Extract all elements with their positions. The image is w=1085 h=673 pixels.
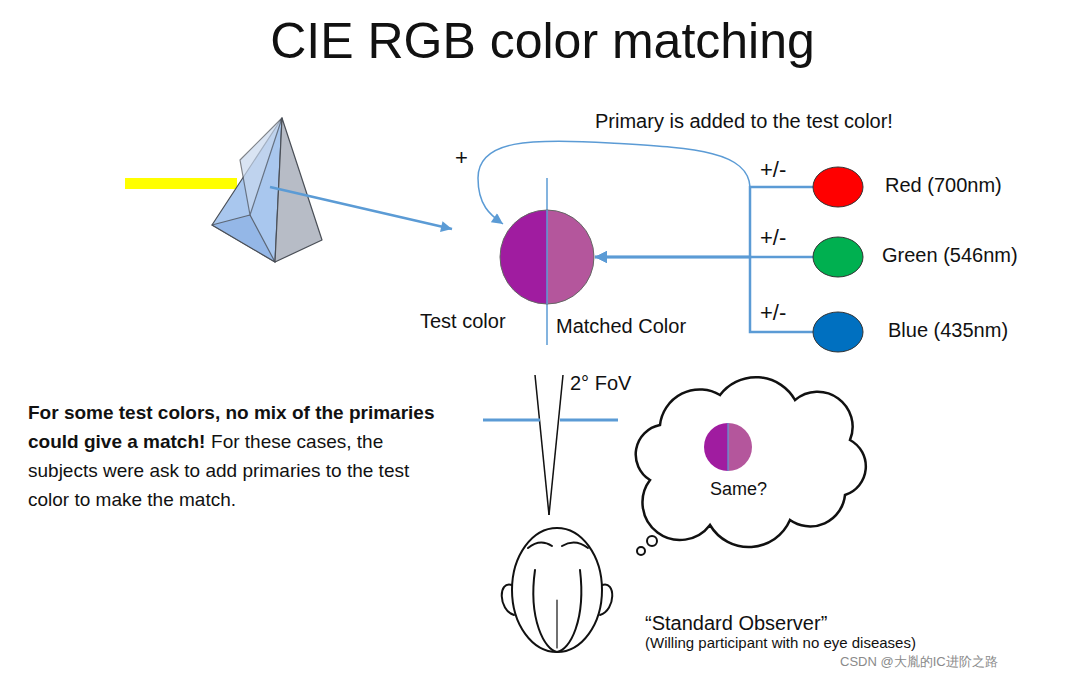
mini-divider xyxy=(727,423,728,471)
ear xyxy=(600,584,612,615)
color-field: Test color Matched Color xyxy=(415,205,715,345)
primary-ellipse xyxy=(813,237,863,277)
hair-line xyxy=(556,600,557,648)
plus-minus: +/- xyxy=(760,225,786,250)
divider-line xyxy=(546,178,548,345)
primary-red: Red (700nm) xyxy=(810,165,1006,209)
brow xyxy=(528,542,552,548)
head-back xyxy=(533,570,581,652)
primary-ellipse xyxy=(813,167,863,207)
primary-lamp xyxy=(810,235,866,279)
note-paragraph: For some test colors, no mix of the prim… xyxy=(28,398,440,514)
mini-test-half xyxy=(704,423,728,471)
primary-ellipse xyxy=(813,312,863,352)
light-beam xyxy=(125,178,237,189)
head-outline xyxy=(512,528,602,652)
fov-line xyxy=(535,375,549,515)
prism-face xyxy=(212,215,275,262)
primary-blue: Blue (435nm) xyxy=(810,310,1012,354)
test-half xyxy=(500,210,547,304)
thought-text: Same? xyxy=(710,479,767,500)
circle-outline xyxy=(500,210,594,304)
prism xyxy=(212,118,322,262)
thought-bubble xyxy=(637,547,645,555)
primary-label: Blue (435nm) xyxy=(888,319,1008,342)
ear xyxy=(502,584,514,615)
prism-face xyxy=(240,118,282,215)
aperture-line xyxy=(560,419,618,422)
field-label: Test color xyxy=(420,310,506,333)
primary-lamp xyxy=(810,165,866,209)
added-primary-curve xyxy=(478,141,750,224)
cloud-shape xyxy=(630,375,875,540)
prism-face xyxy=(212,118,282,262)
brow xyxy=(562,542,588,548)
primary-label: Green (546nm) xyxy=(882,244,1018,267)
mini-matched-half xyxy=(728,423,752,471)
observer-title: “Standard Observer” xyxy=(645,612,827,635)
plus-minus: +/- xyxy=(760,157,786,182)
watermark: CSDN @大胤的IC进阶之路 xyxy=(838,655,1000,670)
primary-green: Green (546nm) xyxy=(810,235,1022,279)
thought-cloud: Same? xyxy=(630,375,875,540)
fov-label: 2° FoV xyxy=(570,372,631,395)
observer-head xyxy=(502,528,613,652)
field-label: Matched Color xyxy=(556,315,686,338)
primary-feed-line xyxy=(595,187,813,257)
plus-minus: +/- xyxy=(760,300,786,325)
observer-note: (Willing participant with no eye disease… xyxy=(645,634,916,651)
note-label: Primary is added to the test color! xyxy=(595,110,893,133)
thought-bubble xyxy=(647,536,657,546)
fov-line xyxy=(549,375,563,515)
primary-label: Red (700nm) xyxy=(885,174,1002,197)
primary-lamp xyxy=(810,310,866,354)
divider-line xyxy=(546,210,548,304)
cloud-outline xyxy=(636,377,866,547)
aperture-line xyxy=(483,419,540,422)
matched-half xyxy=(547,210,594,304)
diagram-title: CIE RGB color matching xyxy=(0,12,1085,70)
plus-sign: + xyxy=(455,145,468,170)
light-arrow xyxy=(270,187,452,229)
